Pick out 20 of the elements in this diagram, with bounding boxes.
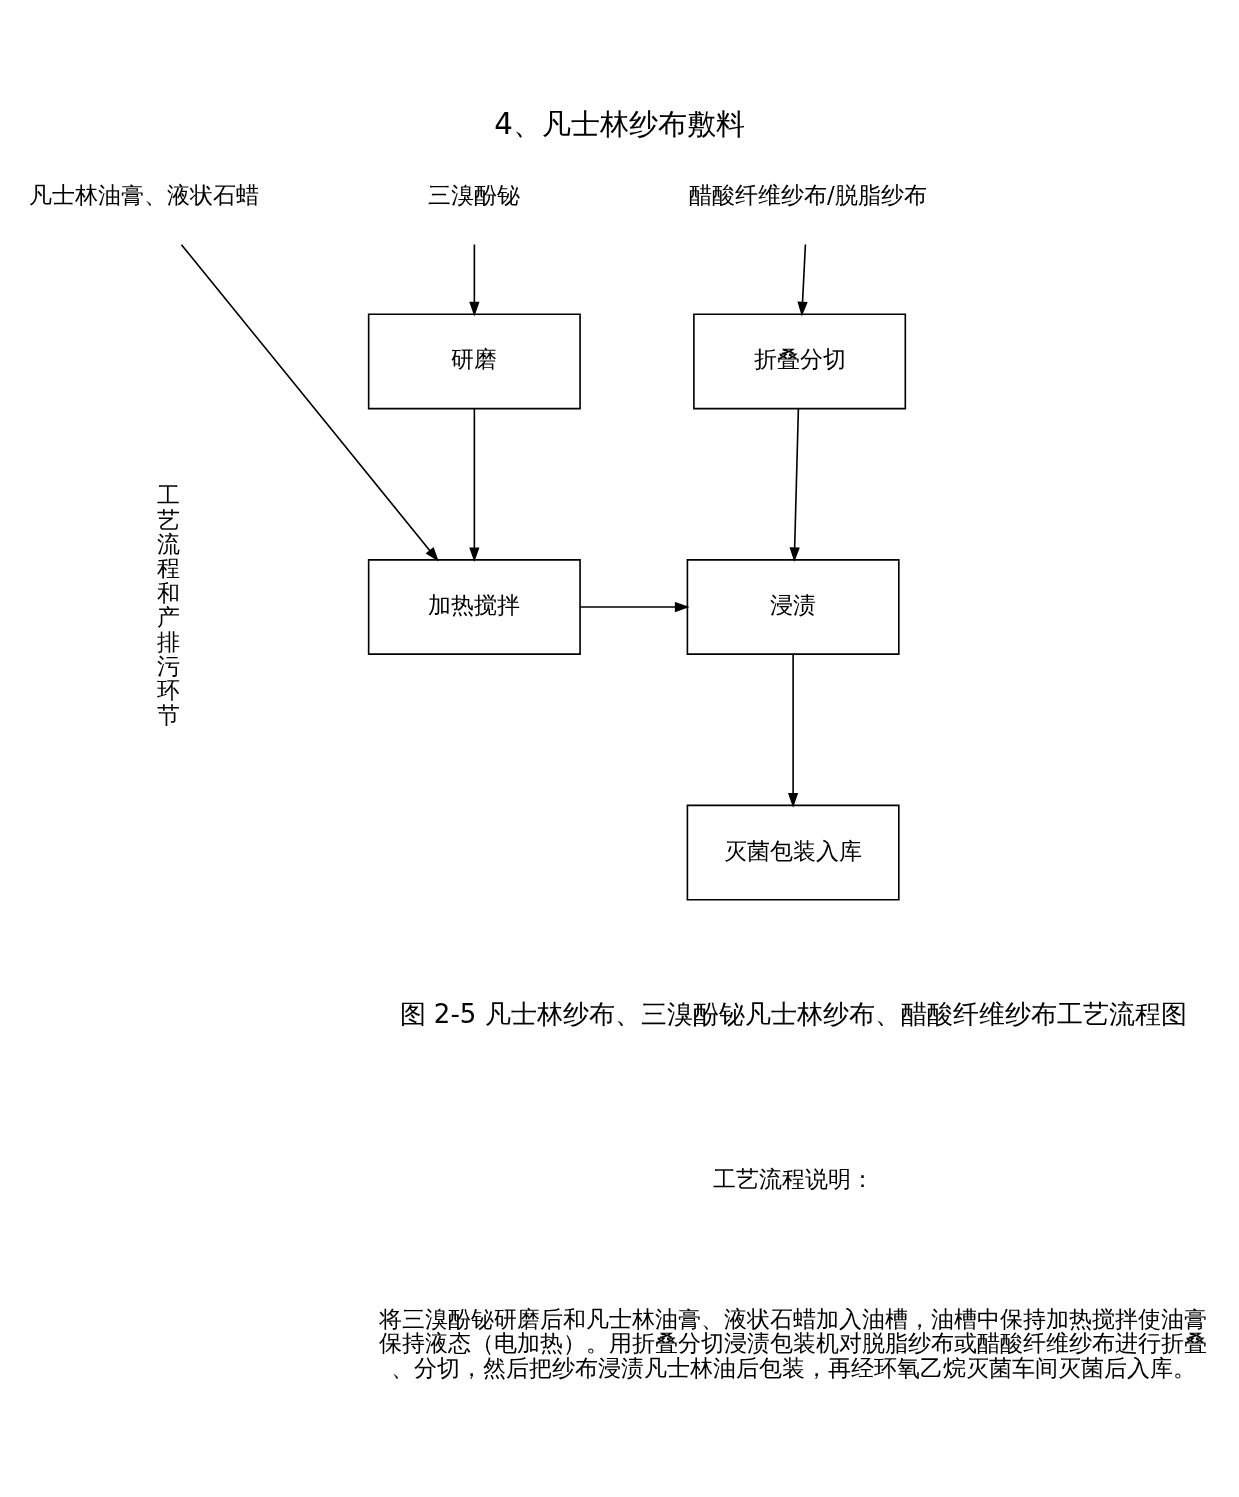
arrow bbox=[787, 653, 799, 808]
arrow bbox=[469, 407, 480, 563]
arrow bbox=[789, 407, 800, 563]
arrow bbox=[579, 601, 690, 613]
node-text: 醋酸纤维纱布/脱脂纱布 bbox=[688, 182, 927, 209]
node-box: 加热搅拌 bbox=[367, 559, 581, 655]
label: 工艺流程说明： bbox=[712, 1166, 874, 1193]
caption: 图 2-5 凡士林纱布、三溴酚铋凡士林纱布、醋酸纤维纱布工艺流程图 bbox=[399, 999, 1187, 1030]
node-box: 研磨 bbox=[367, 313, 581, 410]
node-text: 凡士林油膏、液状石蜡 bbox=[29, 182, 260, 209]
diagram-title: 4、凡士林纱布敷料 bbox=[494, 107, 745, 142]
arrow bbox=[469, 243, 480, 317]
arrow bbox=[180, 243, 439, 562]
node-box: 浸渍 bbox=[686, 559, 900, 655]
label: 将三溴酚铋研磨后和凡士林油膏、液状石蜡加入油槽，油槽中保持加热搅拌使油膏保持液态（电加热）。用折叠分切浸渍包装机对脱脂纱布或醋酸纤维纱布进行折叠、分切，然后把纱布浸渍凡士林油后包装，再经环氧乙烷灭菌车间灭菌后入库。 bbox=[379, 1305, 1208, 1381]
node-box: 灭菌包装入库 bbox=[686, 804, 900, 901]
arrow bbox=[797, 243, 808, 317]
node-box: 折叠分切 bbox=[693, 313, 907, 410]
node-text: 三溴酚铋 bbox=[428, 182, 521, 209]
label: 工艺流程和产排污环节 bbox=[157, 482, 181, 728]
